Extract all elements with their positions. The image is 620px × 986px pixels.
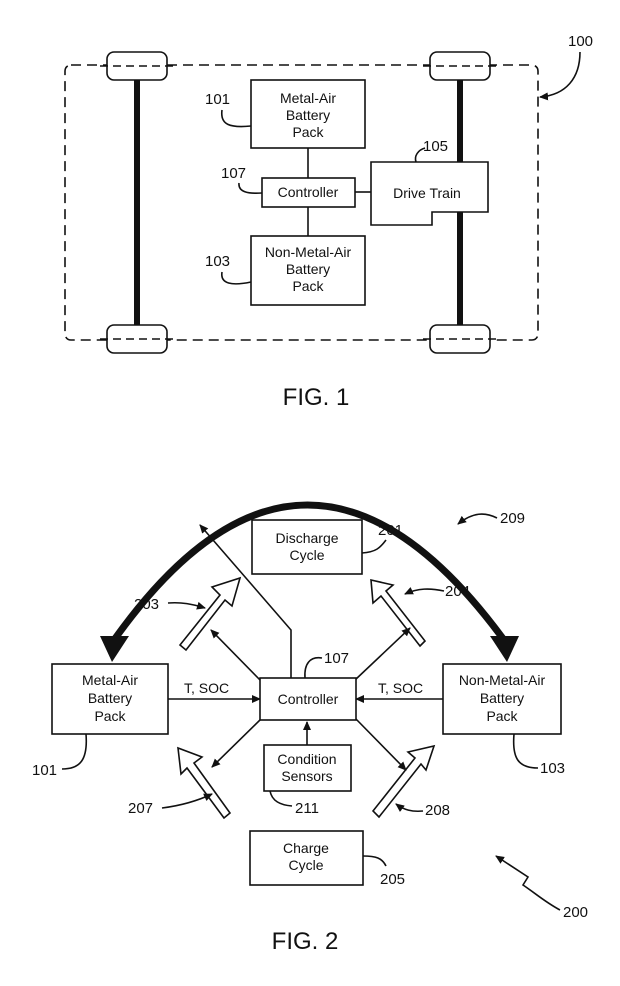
metal-air-label-line-3: Pack — [292, 124, 324, 140]
ref-100: 100 — [568, 33, 593, 50]
discharge-cycle-box: Discharge Cycle — [251, 519, 363, 575]
leader-107 — [238, 182, 263, 195]
non-metal-air-label-line-2: Battery — [286, 261, 330, 277]
leader-103 — [221, 271, 252, 285]
wheel-front-right — [423, 51, 497, 81]
metal-air-fig2-line-1: Metal-Air — [82, 672, 138, 688]
non-metal-air-fig2-line-2: Battery — [480, 690, 524, 706]
arrow-to-203 — [210, 629, 263, 683]
controller-box-fig2: Controller — [259, 677, 357, 721]
leader-103-fig2 — [512, 733, 539, 769]
controller-label: Controller — [278, 184, 339, 200]
drive-train-label: Drive Train — [393, 185, 461, 201]
figure-2-caption: FIG. 2 — [272, 928, 339, 955]
arrow-to-204 — [354, 627, 411, 681]
leader-205 — [362, 855, 387, 867]
discharge-label-line-2: Cycle — [289, 547, 324, 563]
wheel-rear-left — [100, 324, 174, 354]
wheel-rear-right — [423, 324, 497, 354]
metal-air-label-line-2: Battery — [286, 107, 330, 123]
leader-211 — [269, 790, 293, 807]
leader-203 — [167, 601, 206, 610]
figure-1: Metal-Air Battery Pack Controller Non-Me… — [64, 33, 593, 411]
ref-211: 211 — [295, 800, 319, 817]
ref-201: 201 — [378, 522, 403, 539]
non-metal-air-battery-pack-box-fig2: Non-Metal-Air Battery Pack — [442, 663, 562, 735]
ref-107-fig2: 107 — [324, 650, 349, 667]
leader-107-fig2 — [304, 656, 323, 679]
ref-101: 101 — [205, 91, 230, 108]
switch-208 — [371, 744, 436, 819]
condition-sensors-box: Condition Sensors — [263, 744, 352, 792]
switch-204 — [370, 578, 427, 648]
metal-air-battery-pack-box-fig2: Metal-Air Battery Pack — [51, 663, 169, 735]
figure-1-caption: FIG. 1 — [283, 384, 350, 411]
arc-209-head-right — [490, 636, 519, 662]
leader-201 — [361, 539, 387, 554]
ref-205: 205 — [380, 871, 405, 888]
arc-209 — [111, 501, 507, 643]
metal-air-fig2-line-3: Pack — [94, 708, 126, 724]
non-metal-air-fig2-line-3: Pack — [486, 708, 518, 724]
ref-208: 208 — [425, 802, 450, 819]
charge-label-line-1: Charge — [283, 840, 329, 856]
leader-101 — [221, 109, 252, 128]
ref-204: 204 — [445, 583, 470, 600]
non-metal-air-label-line-3: Pack — [292, 278, 324, 294]
wheel-front-left — [100, 51, 174, 81]
arc-209-head-left — [100, 636, 129, 662]
non-metal-air-label-line-1: Non-Metal-Air — [265, 244, 352, 260]
drive-train-box: Drive Train — [370, 161, 489, 226]
leader-200 — [495, 855, 561, 911]
ref-101-fig2: 101 — [32, 762, 57, 779]
metal-air-battery-pack-box: Metal-Air Battery Pack — [250, 79, 366, 149]
tsoc-left-label: T, SOC — [184, 680, 229, 696]
ref-203: 203 — [134, 596, 159, 613]
ref-107: 107 — [221, 165, 246, 182]
sensors-label-line-2: Sensors — [281, 768, 332, 784]
ref-103-fig2: 103 — [540, 760, 565, 777]
vehicle-outline — [64, 64, 539, 341]
non-metal-air-battery-pack-box: Non-Metal-Air Battery Pack — [250, 235, 366, 306]
metal-air-label-line-1: Metal-Air — [280, 90, 336, 106]
controller-box: Controller — [261, 177, 356, 208]
switch-207 — [177, 746, 232, 820]
discharge-label-line-1: Discharge — [275, 530, 338, 546]
leader-209 — [457, 513, 498, 525]
arrow-to-207 — [211, 717, 263, 768]
figure-2: Discharge Cycle T, SOC T, SOC — [32, 501, 588, 955]
leader-208 — [395, 803, 424, 813]
leader-204 — [404, 587, 445, 595]
non-metal-air-fig2-line-1: Non-Metal-Air — [459, 672, 546, 688]
sensors-label-line-1: Condition — [277, 751, 336, 767]
arrow-to-208 — [354, 717, 407, 771]
leader-100 — [539, 51, 581, 101]
leader-207 — [161, 793, 213, 809]
ref-200: 200 — [563, 904, 588, 921]
ref-103: 103 — [205, 253, 230, 270]
leader-105 — [414, 147, 426, 163]
switch-203 — [178, 576, 242, 652]
ref-105: 105 — [423, 138, 448, 155]
leader-101-fig2 — [61, 733, 88, 770]
controller-label-fig2: Controller — [278, 691, 339, 707]
charge-cycle-box: Charge Cycle — [249, 830, 364, 886]
ref-207: 207 — [128, 800, 153, 817]
ref-209: 209 — [500, 510, 525, 527]
metal-air-fig2-line-2: Battery — [88, 690, 132, 706]
tsoc-right-label: T, SOC — [378, 680, 423, 696]
charge-label-line-2: Cycle — [288, 857, 323, 873]
controller-to-discharge-arrow — [199, 524, 292, 678]
